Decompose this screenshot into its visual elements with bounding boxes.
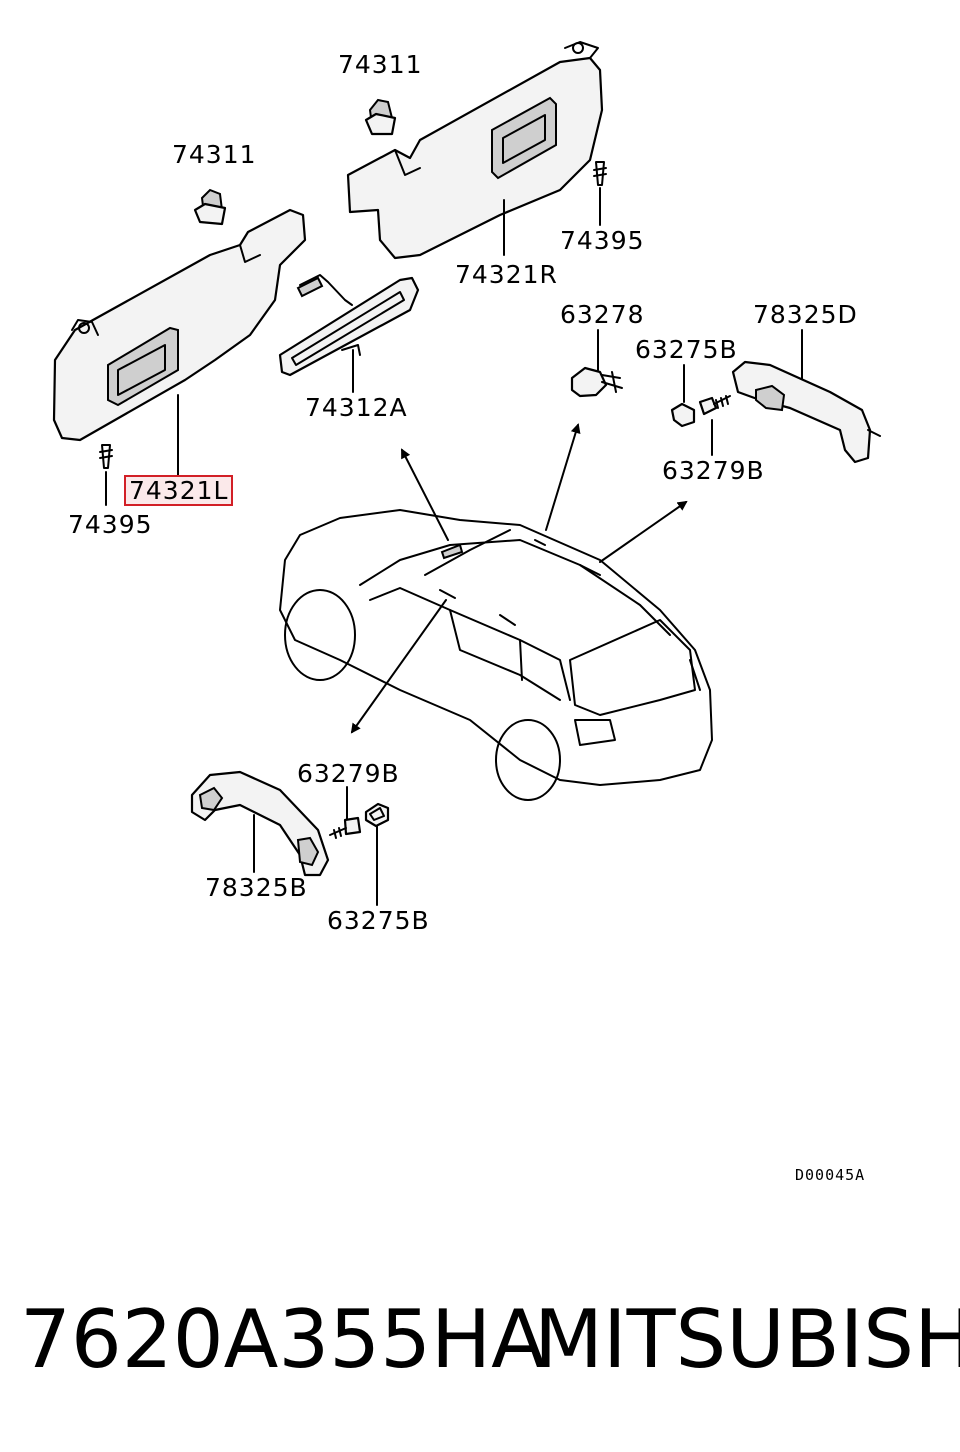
bolt-right-part <box>698 395 731 416</box>
label-visor-right[interactable]: 74321R <box>455 260 558 289</box>
label-bolt-lower[interactable]: 63279B <box>297 759 400 788</box>
cap-right-part <box>670 402 696 428</box>
label-screw-right[interactable]: 74395 <box>560 226 645 255</box>
room-lamp-part <box>570 366 623 398</box>
cap-lower-part <box>364 802 390 828</box>
visor-clip-left-part <box>193 188 227 226</box>
footer-brand: MITSUBISHI <box>534 1293 960 1386</box>
label-cap-lower[interactable]: 63275B <box>327 906 430 935</box>
label-cap-right[interactable]: 63275B <box>635 335 738 364</box>
sun-visor-right-part <box>346 41 604 260</box>
label-lamp[interactable]: 63278 <box>560 300 645 329</box>
label-clip-top[interactable]: 74311 <box>338 50 423 79</box>
assist-grip-right-part <box>731 360 881 464</box>
screw-left-part <box>99 444 113 506</box>
leader-lines <box>177 199 803 906</box>
bolt-lower-part <box>329 816 362 839</box>
rear-view-mirror-part <box>278 274 420 377</box>
label-screw-left[interactable]: 74395 <box>68 510 153 539</box>
diagram-code: D00045A <box>795 1166 866 1184</box>
label-visor-left[interactable]: 74321L <box>124 475 234 506</box>
label-grip-lower[interactable]: 78325B <box>205 873 308 902</box>
indicator-arrows <box>350 423 688 734</box>
visor-clip-top-part <box>364 98 397 136</box>
screw-right-part <box>593 161 607 226</box>
label-mirror[interactable]: 74312A <box>305 393 408 422</box>
sun-visor-left-part <box>52 208 307 442</box>
assist-grip-lower-part <box>190 770 330 877</box>
label-grip-right[interactable]: 78325D <box>753 300 858 329</box>
label-bolt-right[interactable]: 63279B <box>662 456 765 485</box>
footer-part-number: 7620A355HA <box>20 1293 546 1386</box>
label-clip-left[interactable]: 74311 <box>172 140 257 169</box>
vehicle-outline <box>279 509 713 801</box>
